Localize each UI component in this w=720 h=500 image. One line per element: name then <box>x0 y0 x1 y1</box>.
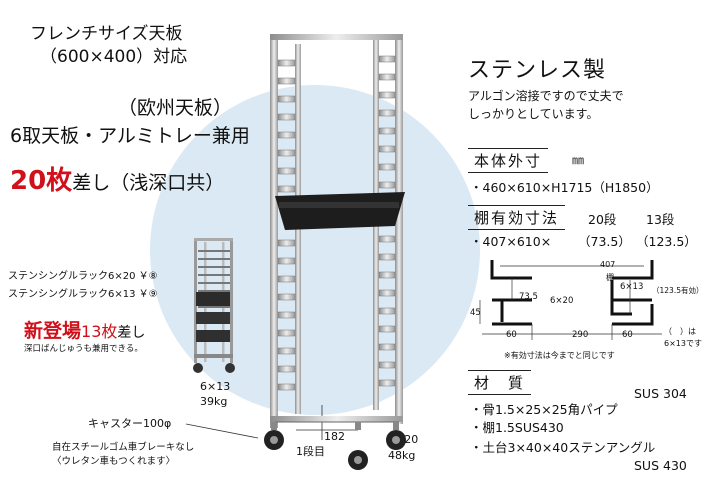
small-rack-size: 6×13 <box>200 380 231 393</box>
subtitle-line1: （欧州天板） <box>118 97 233 119</box>
diag-footnote: ※有効寸法は今までと同じです <box>504 351 615 360</box>
diag-60b: 60 <box>622 330 633 340</box>
col-13-label: 13段 <box>646 212 675 227</box>
body-dim-value: ・460×610×H1715（H1850） <box>470 180 659 195</box>
new-note: 深口ばんじゅうも兼用できる。 <box>24 344 143 354</box>
material-item2: ・棚1.5SUS430 <box>470 420 564 435</box>
diag-60a: 60 <box>506 330 517 340</box>
count-number: 20枚 <box>10 166 73 196</box>
shelf-diagram <box>479 260 662 340</box>
subtitle-line2: 6取天板・アルミトレー兼用 <box>10 125 250 147</box>
diag-6x13: 6×13 <box>620 282 644 292</box>
material-label: 材 質 <box>468 370 532 395</box>
diag-45: 45 <box>470 308 481 318</box>
diag-shelf: 棚 <box>606 273 614 282</box>
title-line1: フレンチサイズ天板 <box>30 24 183 44</box>
caster-note1: 自在スチールゴム車ブレーキなし <box>52 442 195 453</box>
shelf-13-value: （123.5） <box>636 234 697 249</box>
col-20-label: 20段 <box>588 212 617 227</box>
unit-label: ㎜ <box>572 153 585 167</box>
diag-407: 407 <box>600 260 616 269</box>
model-1: ステンシングルラック6×20 ￥⑧ <box>8 271 158 282</box>
material-item3: ・土台3×40×40ステンアングル <box>470 440 656 455</box>
diag-73-5: 73.5 <box>519 292 538 302</box>
diag-123-5: （123.5有効） <box>652 286 704 295</box>
new-count: 13枚 <box>81 322 118 341</box>
count-line: 20枚差し（浅深口共） <box>10 160 224 197</box>
caster-title: キャスター100φ <box>88 417 172 430</box>
title-line2: （600×400）対応 <box>40 47 188 67</box>
material-note2: しっかりとしています。 <box>468 107 599 121</box>
diag-note-paren: （ ）は <box>664 327 696 336</box>
new-rest: 差し <box>117 325 146 341</box>
diag-note-6x13: 6×13です <box>664 339 702 348</box>
body-dim-label: 本体外寸 <box>468 148 549 173</box>
first-step-label: 1段目 <box>296 445 325 458</box>
shelf-20-value: （73.5） <box>578 234 631 249</box>
material-item1: ・骨1.5×25×25角パイプ <box>470 402 618 417</box>
material-sus430: SUS 430 <box>634 458 687 473</box>
big-rack-weight: 48kg <box>388 449 416 462</box>
small-rack-image <box>193 238 235 373</box>
new-line: 新登場13枚差し <box>24 316 145 343</box>
shelf-value: ・407×610× <box>470 234 552 249</box>
diag-6x20: 6×20 <box>550 296 574 306</box>
diag-290: 290 <box>572 330 589 340</box>
model-2: ステンシングルラック6×13 ￥⑨ <box>8 289 158 300</box>
big-rack-image <box>264 34 406 470</box>
small-rack-weight: 39kg <box>200 395 228 408</box>
dim-182: 182 <box>324 430 345 443</box>
new-label: 新登場 <box>24 320 82 342</box>
count-rest: 差し（浅深口共） <box>72 172 225 194</box>
material-note1: アルゴン溶接ですので丈夫で <box>468 89 624 103</box>
material-sus304: SUS 304 <box>634 386 687 401</box>
caster-note2: 〈ウレタン車もつくれます〉 <box>52 456 176 467</box>
shelf-label: 棚有効寸法 <box>468 205 566 230</box>
material-heading: ステンレス製 <box>468 58 607 83</box>
